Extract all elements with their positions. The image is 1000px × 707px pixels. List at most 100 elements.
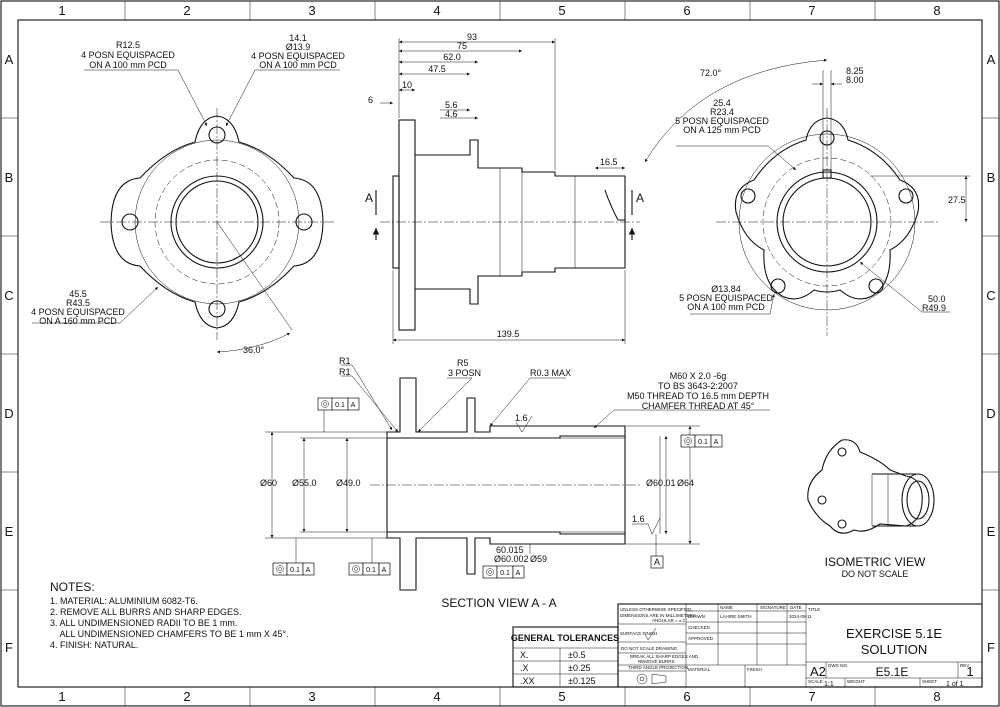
thread-note: M50 THREAD TO 16.5 mm DEPTH bbox=[627, 391, 769, 401]
note-line: 5 POSN EQUISPACED bbox=[679, 293, 773, 303]
dim-label: 4.6 bbox=[445, 109, 458, 119]
col-label: 3 bbox=[308, 3, 315, 18]
drawing-title: EXERCISE 5.1E bbox=[846, 626, 942, 641]
tb-text: 2024-09-11 bbox=[789, 614, 812, 619]
tb-text: UNLESS OTHERWISE SPECIFIED, bbox=[620, 607, 693, 612]
tol-label: 60.015 bbox=[496, 545, 524, 555]
dim-label: R5 bbox=[457, 358, 469, 368]
dim-label: 47.5 bbox=[428, 64, 446, 74]
tb-text: SURFACE FINISH bbox=[620, 631, 657, 636]
note-line: 25.4 bbox=[713, 98, 731, 108]
tolerance-cell: X. bbox=[520, 650, 529, 660]
fcf-bottom-2: 0.1 A bbox=[348, 538, 391, 576]
dim-label: 6 bbox=[368, 95, 373, 105]
row-label: E bbox=[5, 524, 14, 539]
note-line: R43.5 bbox=[66, 298, 90, 308]
dim-label: R1 bbox=[339, 356, 351, 366]
tb-text: WEIGHT bbox=[847, 679, 865, 684]
tolerance-table: GENERAL TOLERANCES X. ±0.5 .X ±0.25 .XX … bbox=[511, 626, 619, 688]
tb-text: DATE bbox=[790, 605, 802, 610]
fcf-right: 0.1 A bbox=[680, 434, 723, 448]
row-label: A bbox=[987, 52, 996, 67]
isometric-view: ISOMETRIC VIEW DO NOT SCALE bbox=[807, 439, 935, 579]
col-label: 6 bbox=[683, 3, 690, 18]
col-label: 7 bbox=[808, 3, 815, 18]
fcf-top-left: 0.1 A bbox=[317, 397, 360, 432]
note-line: R23.4 bbox=[710, 107, 734, 117]
dim-label: Ø49.0 bbox=[336, 478, 361, 488]
tolerance-cell: ±0.125 bbox=[568, 676, 595, 686]
sheet-size: A2 bbox=[810, 664, 826, 679]
tb-text: TITLE bbox=[808, 607, 820, 612]
tb-text: ANGULAR = ± 1° bbox=[652, 618, 687, 623]
scale-value: 1:1 bbox=[824, 681, 834, 688]
row-label: E bbox=[987, 524, 996, 539]
inner-border bbox=[17, 19, 983, 688]
col-label: 4 bbox=[433, 689, 440, 704]
note-line: 50.0 bbox=[928, 294, 946, 304]
row-label: D bbox=[986, 406, 995, 421]
row-label: F bbox=[987, 640, 995, 655]
row-label: B bbox=[987, 170, 996, 185]
svg-text:A: A bbox=[306, 567, 311, 574]
note-line: 1. MATERIAL: ALUMINIUM 6082-T6. bbox=[50, 596, 198, 606]
iso-title: ISOMETRIC VIEW bbox=[825, 555, 926, 569]
note-line: 5 POSN EQUISPACED bbox=[675, 116, 769, 126]
dim-label: 3 POSN bbox=[448, 368, 481, 378]
tb-text: SIGNATURE bbox=[760, 605, 786, 610]
note-line: 3. ALL UNDIMENSIONED RADII TO BE 1 mm. bbox=[50, 618, 237, 628]
row-label: B bbox=[5, 170, 14, 185]
svg-text:A: A bbox=[351, 402, 356, 409]
dim-label: 5.6 bbox=[445, 100, 458, 110]
svg-text:A: A bbox=[516, 570, 521, 577]
row-label: D bbox=[4, 406, 13, 421]
tb-text: DO NOT SCALE DRAWING bbox=[621, 646, 678, 651]
tb-text: MATERIAL bbox=[688, 667, 711, 672]
dim-label: Ø64 bbox=[677, 478, 694, 488]
note-line: 2. REMOVE ALL BURRS AND SHARP EDGES. bbox=[50, 607, 242, 617]
dim-label: Ø60.01 bbox=[646, 478, 676, 488]
tolerance-cell: ±0.5 bbox=[568, 650, 585, 660]
dim-label: R1 bbox=[339, 367, 351, 377]
tb-text: FINISH bbox=[747, 667, 762, 672]
col-label: 1 bbox=[58, 689, 65, 704]
dim-label: 75 bbox=[457, 41, 467, 51]
note-line: Ø13.9 bbox=[286, 42, 311, 52]
notes-title: NOTES: bbox=[50, 580, 95, 594]
svg-text:A: A bbox=[382, 567, 387, 574]
note-line: 4 POSN EQUISPACED bbox=[81, 50, 175, 60]
projection-icon bbox=[636, 673, 667, 685]
tb-text: REV bbox=[960, 663, 969, 668]
notes: NOTES: 1. MATERIAL: ALUMINIUM 6082-T6. 2… bbox=[50, 580, 289, 650]
row-label: C bbox=[4, 288, 13, 303]
tb-text: BREAK ALL SHARP EDGES AND bbox=[630, 654, 699, 659]
note-line: R49.9 bbox=[922, 303, 946, 313]
revision: 1 bbox=[966, 664, 973, 679]
drawing-title: SOLUTION bbox=[861, 642, 927, 657]
note-line: 4. FINISH: NATURAL. bbox=[50, 640, 138, 650]
col-label: 5 bbox=[558, 689, 565, 704]
dim-label: 139.5 bbox=[497, 329, 520, 339]
dim-label: 16.5 bbox=[600, 157, 618, 167]
tb-text: DIMENSIONS ARE IN MILLIMETERS bbox=[620, 613, 696, 618]
note-line: ON A 100 mm PCD bbox=[89, 60, 167, 70]
col-label: 3 bbox=[308, 689, 315, 704]
tb-text: NAME bbox=[720, 605, 733, 610]
col-label: 6 bbox=[683, 689, 690, 704]
dim-label: 8.25 bbox=[846, 66, 864, 76]
thread-note: M60 X 2.0 -6g bbox=[670, 371, 727, 381]
tolerance-title: GENERAL TOLERANCES bbox=[511, 633, 619, 643]
drawing-number: E5.1E bbox=[876, 665, 909, 679]
col-label: 8 bbox=[933, 3, 940, 18]
tb-text: REMOVE BURRS bbox=[638, 659, 675, 664]
note-line: ALL UNDIMENSIONED CHAMFERS TO BE 1 mm X … bbox=[50, 629, 289, 639]
col-label: 2 bbox=[183, 689, 190, 704]
tb-text: SHEET bbox=[922, 679, 937, 684]
col-label: 7 bbox=[808, 689, 815, 704]
note-line: R12.5 bbox=[116, 40, 140, 50]
col-label: 1 bbox=[58, 3, 65, 18]
side-view: A A 93 75 62.0 47.5 10 6 5.6 4.6 16.5 13… bbox=[365, 32, 644, 344]
dim-label: 27.5 bbox=[948, 195, 966, 205]
row-label: F bbox=[5, 640, 13, 655]
